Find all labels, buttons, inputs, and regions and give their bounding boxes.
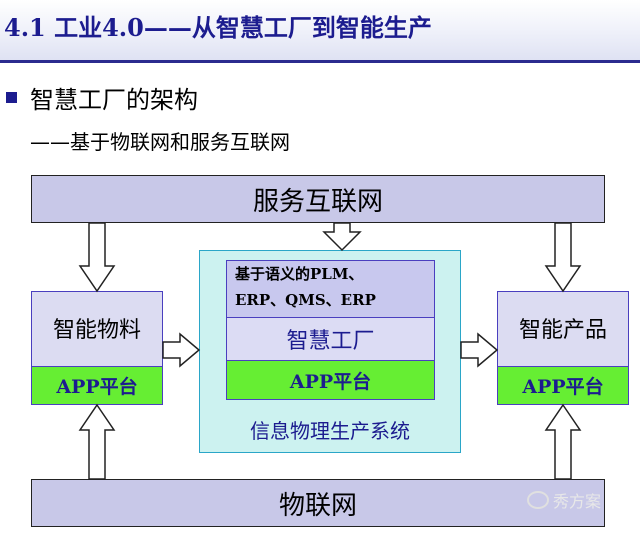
slide-title: 4.1 工业4.0——从智慧工厂到智能生产 [4,13,432,42]
arrow-up-right-icon [544,403,582,480]
cyber-physical-production-system: 基于语义的PLM、 ERP、QMS、ERP 智慧工厂 APP平台 信息物理生产系… [199,250,461,453]
watermark: 秀方案 [527,487,601,513]
wechat-icon [527,491,549,509]
smart-products-label: 智能产品 [518,318,607,343]
center-app-platform: APP平台 [226,361,435,400]
semantic-line-1: 基于语义的PLM、 [235,265,364,283]
arrow-down-center-icon [322,222,362,252]
semantic-line-2: ERP、QMS、ERP [235,291,376,309]
arrow-up-left-icon [78,403,116,480]
smart-materials-box: 智能物料 APP平台 [31,291,163,405]
cps-label: 信息物理生产系统 [250,419,410,443]
semantic-systems-box: 基于语义的PLM、 ERP、QMS、ERP [226,260,435,318]
title-bar: 4.1 工业4.0——从智慧工厂到智能生产 [0,0,640,60]
smart-materials-label: 智能物料 [52,318,141,343]
internet-of-services-bar: 服务互联网 [31,175,605,223]
section-heading: 智慧工厂的架构 [30,86,198,114]
watermark-text: 秀方案 [553,492,602,511]
arrow-down-left-icon [78,222,116,293]
smart-factory-box: 智慧工厂 [226,318,435,361]
arrow-down-right-icon [544,222,582,293]
smart-products-box: 智能产品 APP平台 [497,291,629,405]
section-subheading: ——基于物联网和服务互联网 [30,130,290,154]
bullet-icon [6,92,17,103]
title-divider [0,60,640,63]
arrow-right-left-icon [162,332,201,368]
right-app-platform: APP平台 [498,366,628,404]
left-app-platform: APP平台 [32,366,162,404]
arrow-right-right-icon [460,332,499,368]
internet-of-things-bar: 物联网 [31,479,605,527]
